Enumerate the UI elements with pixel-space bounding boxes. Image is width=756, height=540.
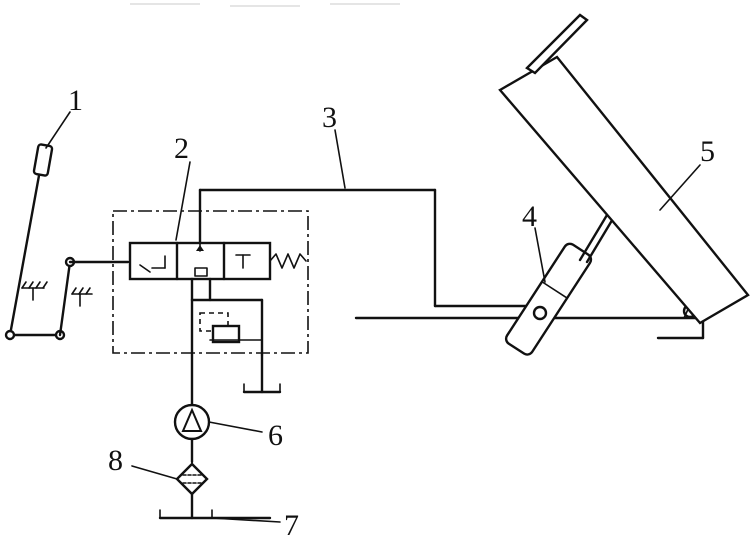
label-6: 6 (268, 419, 283, 452)
label-3: 3 (322, 101, 337, 134)
label-2: 2 (174, 132, 189, 165)
ground-pivot-right (71, 287, 93, 307)
directional-valve (112, 161, 309, 354)
hydraulic-line (198, 129, 542, 308)
relief-valve (190, 277, 282, 394)
label-4: 4 (522, 200, 537, 233)
label-5: 5 (700, 135, 715, 168)
hydraulic-pump (173, 298, 263, 464)
oil-tank (158, 509, 281, 523)
tipping-body (498, 13, 750, 325)
oil-filter (131, 462, 209, 520)
ground-pivot-left (21, 281, 48, 301)
lift-cylinder (504, 203, 619, 356)
control-lever-linkage (4, 111, 130, 341)
label-1: 1 (68, 84, 83, 117)
scan-artifact (130, 3, 400, 7)
label-7: 7 (284, 509, 299, 540)
label-8: 8 (108, 444, 123, 477)
